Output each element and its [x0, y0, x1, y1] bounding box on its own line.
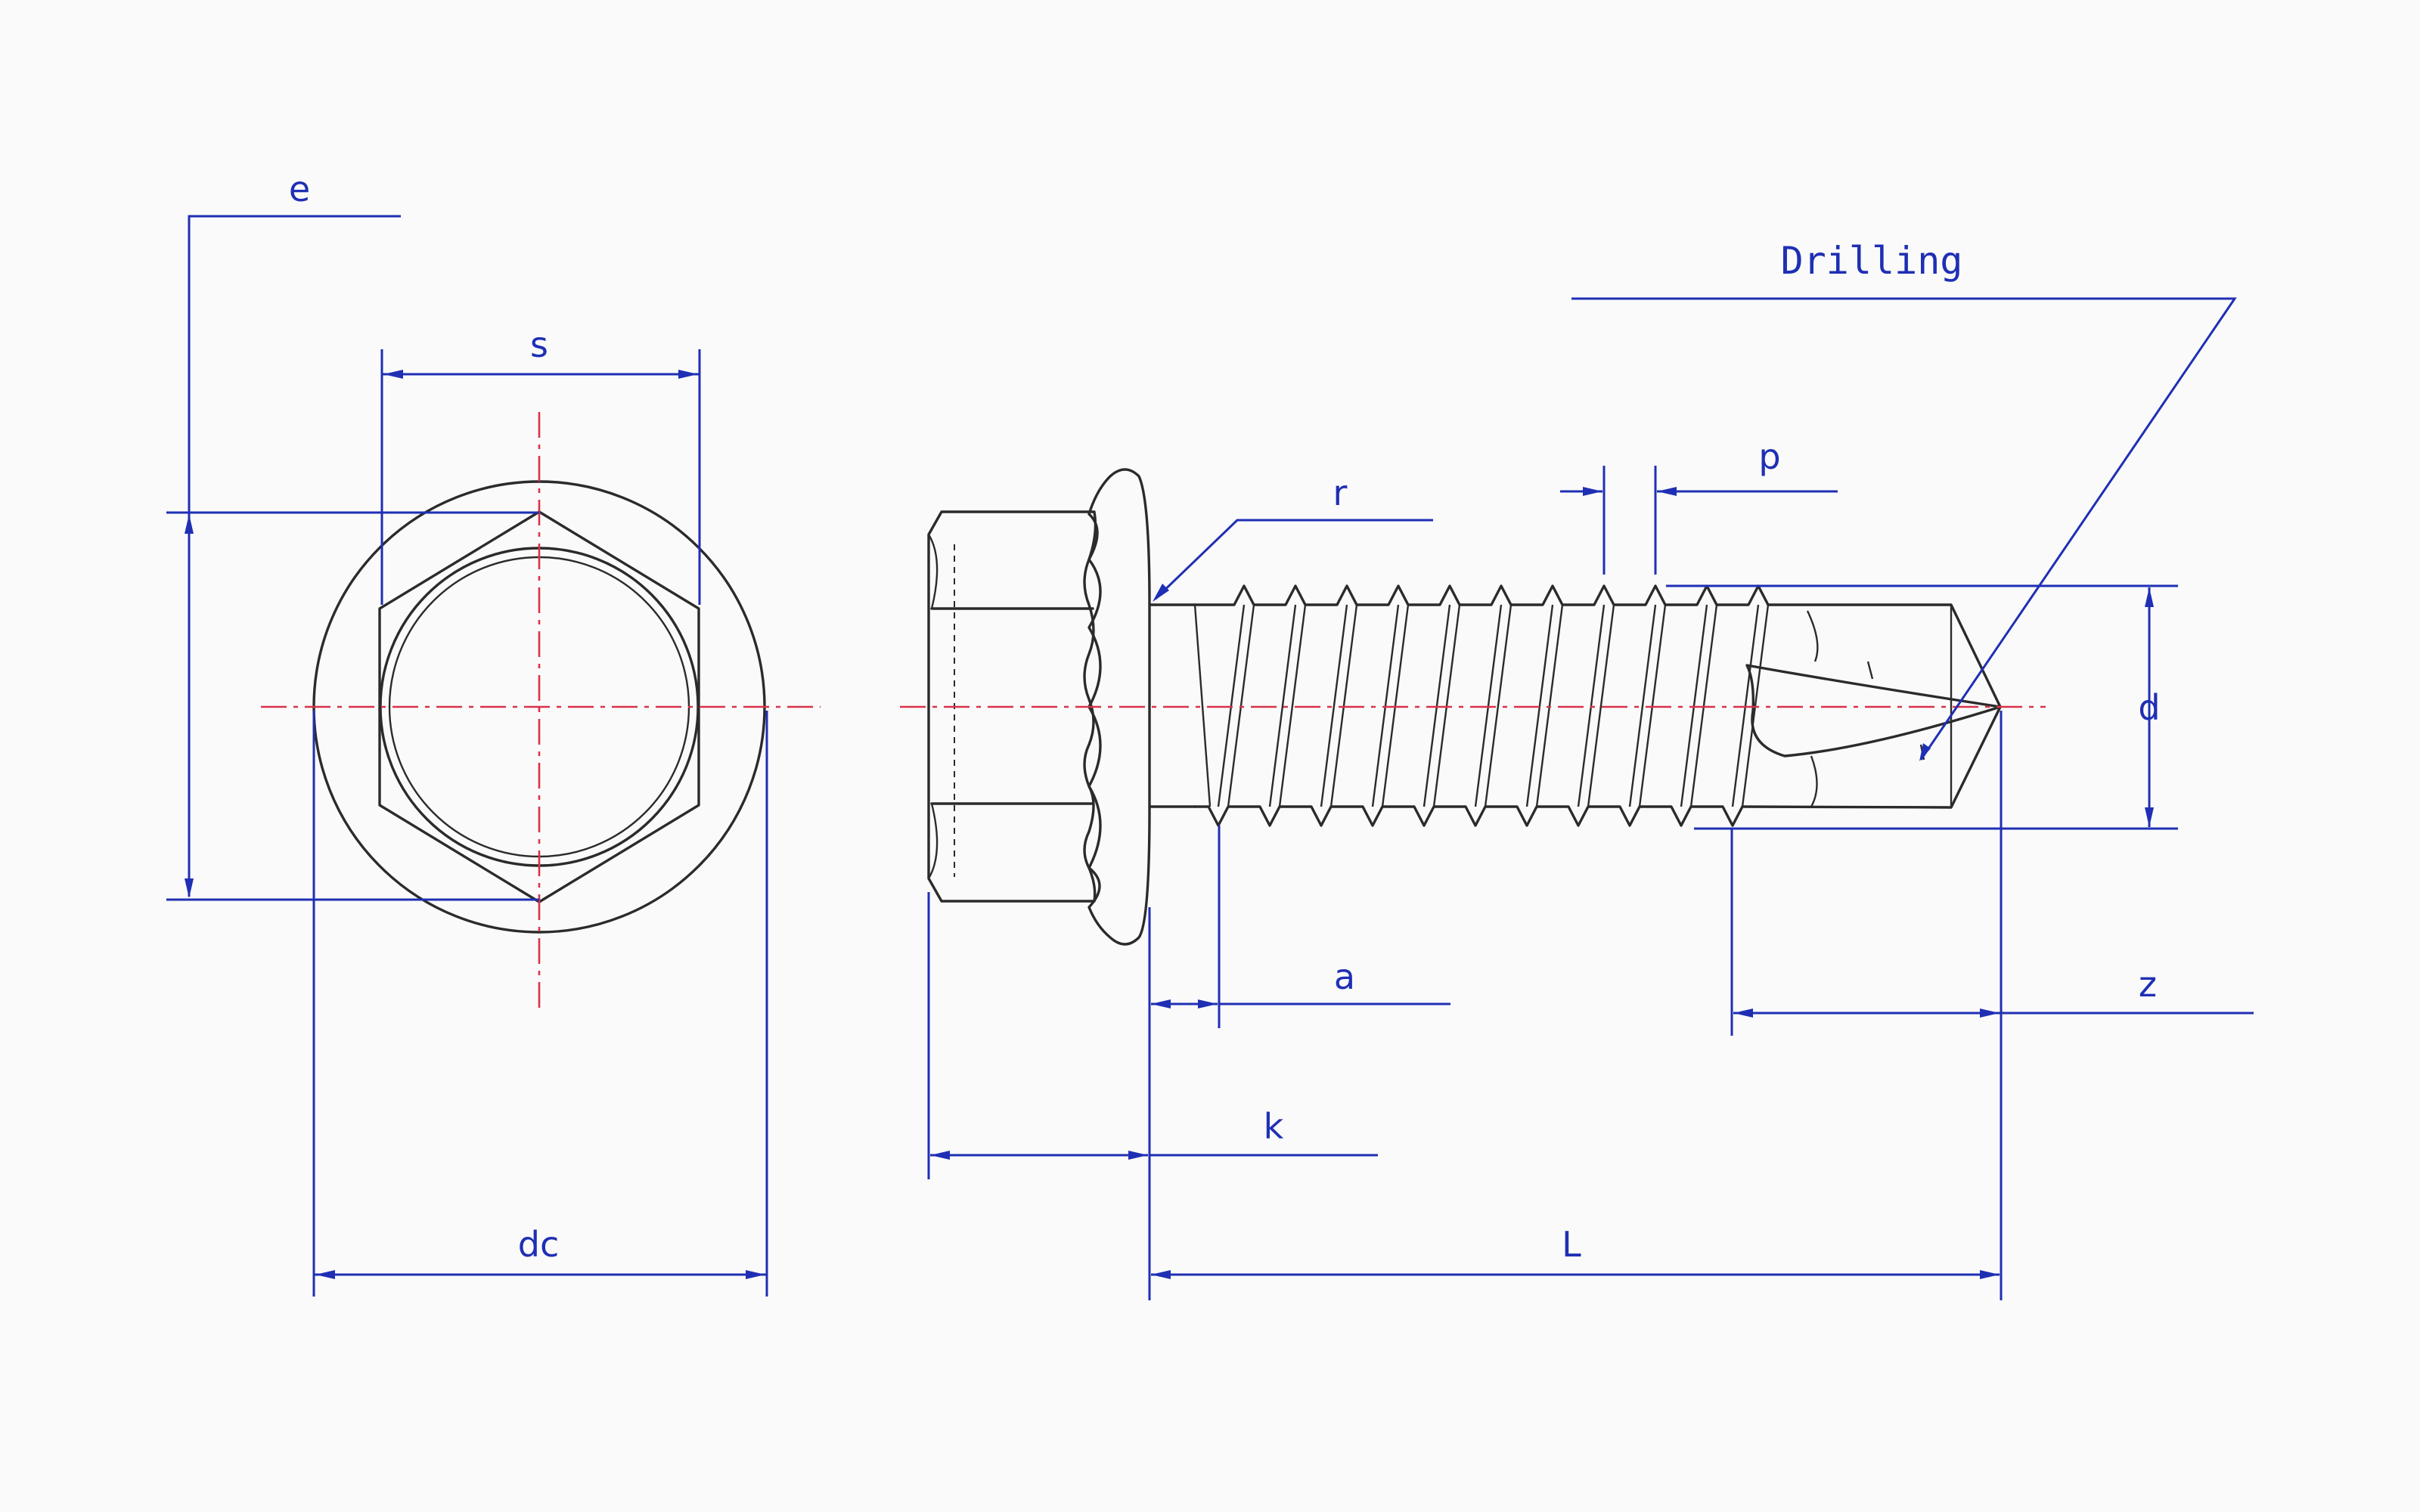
callout-r: r — [1153, 472, 1433, 602]
label-s: s — [530, 324, 548, 365]
dimension-s: s — [380, 324, 701, 605]
label-z: z — [2139, 964, 2157, 1005]
dimension-p: p — [1560, 436, 1838, 575]
dimension-k: k — [927, 892, 1378, 1179]
label-dc: dc — [518, 1224, 560, 1265]
label-k: k — [1264, 1106, 1284, 1147]
thread-helix-lines — [1193, 604, 1770, 807]
dimension-e: e — [166, 169, 539, 901]
label-p: p — [1758, 436, 1780, 477]
dimension-a: a — [1148, 826, 1450, 1300]
dimension-z: z — [1730, 711, 2254, 1300]
label-L: L — [1562, 1224, 1581, 1265]
label-r: r — [1333, 472, 1348, 513]
label-e: e — [289, 169, 310, 209]
label-a: a — [1334, 956, 1355, 997]
side-view — [900, 468, 2046, 946]
callout-drilling: Drilling — [1571, 239, 2237, 761]
dimension-dc: dc — [312, 711, 768, 1297]
thread-profile-top — [1193, 584, 1770, 606]
dimension-d: d — [1666, 584, 2178, 830]
washer-flange-side — [1087, 468, 1151, 946]
thread-profile-bottom — [1193, 805, 1744, 827]
hex-head-side — [927, 510, 1097, 903]
dimension-L: L — [1151, 1224, 2000, 1279]
label-drilling: Drilling — [1781, 239, 1963, 283]
top-view — [261, 412, 821, 1009]
label-d: d — [2138, 687, 2160, 728]
